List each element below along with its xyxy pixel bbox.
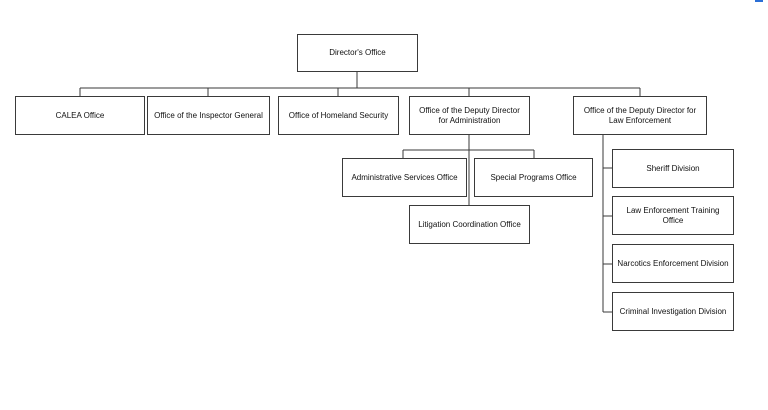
node-directors-office: Director's Office (297, 34, 418, 72)
node-administrative-services: Administrative Services Office (342, 158, 467, 197)
node-sheriff-division: Sheriff Division (612, 149, 734, 188)
node-narcotics-enforcement: Narcotics Enforcement Division (612, 244, 734, 283)
node-litigation-coordination: Litigation Coordination Office (409, 205, 530, 244)
node-homeland-security: Office of Homeland Security (278, 96, 399, 135)
corner-accent-mark (755, 0, 763, 2)
node-deputy-director-law-enforcement: Office of the Deputy Director for Law En… (573, 96, 707, 135)
node-deputy-director-administration: Office of the Deputy Director for Admini… (409, 96, 530, 135)
node-inspector-general: Office of the Inspector General (147, 96, 270, 135)
node-law-enforcement-training: Law Enforcement Training Office (612, 196, 734, 235)
node-criminal-investigation: Criminal Investigation Division (612, 292, 734, 331)
node-special-programs: Special Programs Office (474, 158, 593, 197)
node-calea-office: CALEA Office (15, 96, 145, 135)
